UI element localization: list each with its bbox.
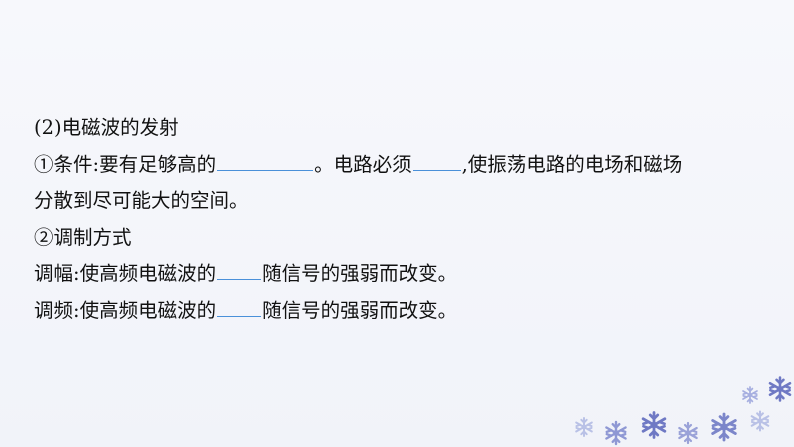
snowflake-icon bbox=[575, 417, 593, 437]
condition-line: ①条件:要有足够高的 。电路必须 ,使振荡电路的电场和磁场 bbox=[34, 147, 774, 184]
blank-open-circuit[interactable] bbox=[412, 152, 461, 171]
snowflake-icon bbox=[605, 420, 627, 446]
section-title-text: (2)电磁波的发射 bbox=[34, 116, 179, 139]
snowflake-decoration bbox=[575, 376, 792, 446]
blank-frequency-fm[interactable] bbox=[217, 298, 262, 317]
snowflake-icon bbox=[768, 376, 792, 402]
fm-prefix: 调频:使高频电磁波的 bbox=[34, 298, 217, 322]
condition-continuation: 分散到尽可能大的空间。 bbox=[34, 189, 249, 212]
condition-middle: 。电路必须 bbox=[314, 152, 412, 176]
modulation-title-text: ②调制方式 bbox=[34, 225, 132, 249]
blank-amplitude[interactable] bbox=[217, 261, 262, 280]
modulation-title: ②调制方式 bbox=[34, 220, 774, 257]
fm-suffix: 随信号的强弱而改变。 bbox=[262, 298, 458, 322]
section-title: (2)电磁波的发射 bbox=[34, 110, 774, 147]
snowflake-icon bbox=[711, 412, 737, 442]
slide-content: (2)电磁波的发射 ①条件:要有足够高的 。电路必须 ,使振荡电路的电场和磁场 分散… bbox=[34, 110, 774, 329]
am-suffix: 随信号的强弱而改变。 bbox=[262, 262, 458, 285]
condition-suffix: ,使振荡电路的电场和磁场 bbox=[461, 152, 683, 176]
snowflake-icon bbox=[742, 386, 758, 404]
condition-prefix: ①条件:要有足够高的 bbox=[34, 152, 217, 176]
blank-frequency[interactable] bbox=[217, 152, 314, 171]
snowflake-icon bbox=[641, 411, 667, 439]
am-line: 调幅:使高频电磁波的 随信号的强弱而改变。 bbox=[34, 256, 774, 293]
condition-continuation-line: 分散到尽可能大的空间。 bbox=[34, 183, 774, 220]
snowflake-icon bbox=[750, 410, 770, 432]
am-prefix: 调幅:使高频电磁波的 bbox=[34, 262, 217, 285]
snowflake-icon bbox=[678, 421, 698, 445]
fm-line: 调频:使高频电磁波的 随信号的强弱而改变。 bbox=[34, 293, 774, 330]
